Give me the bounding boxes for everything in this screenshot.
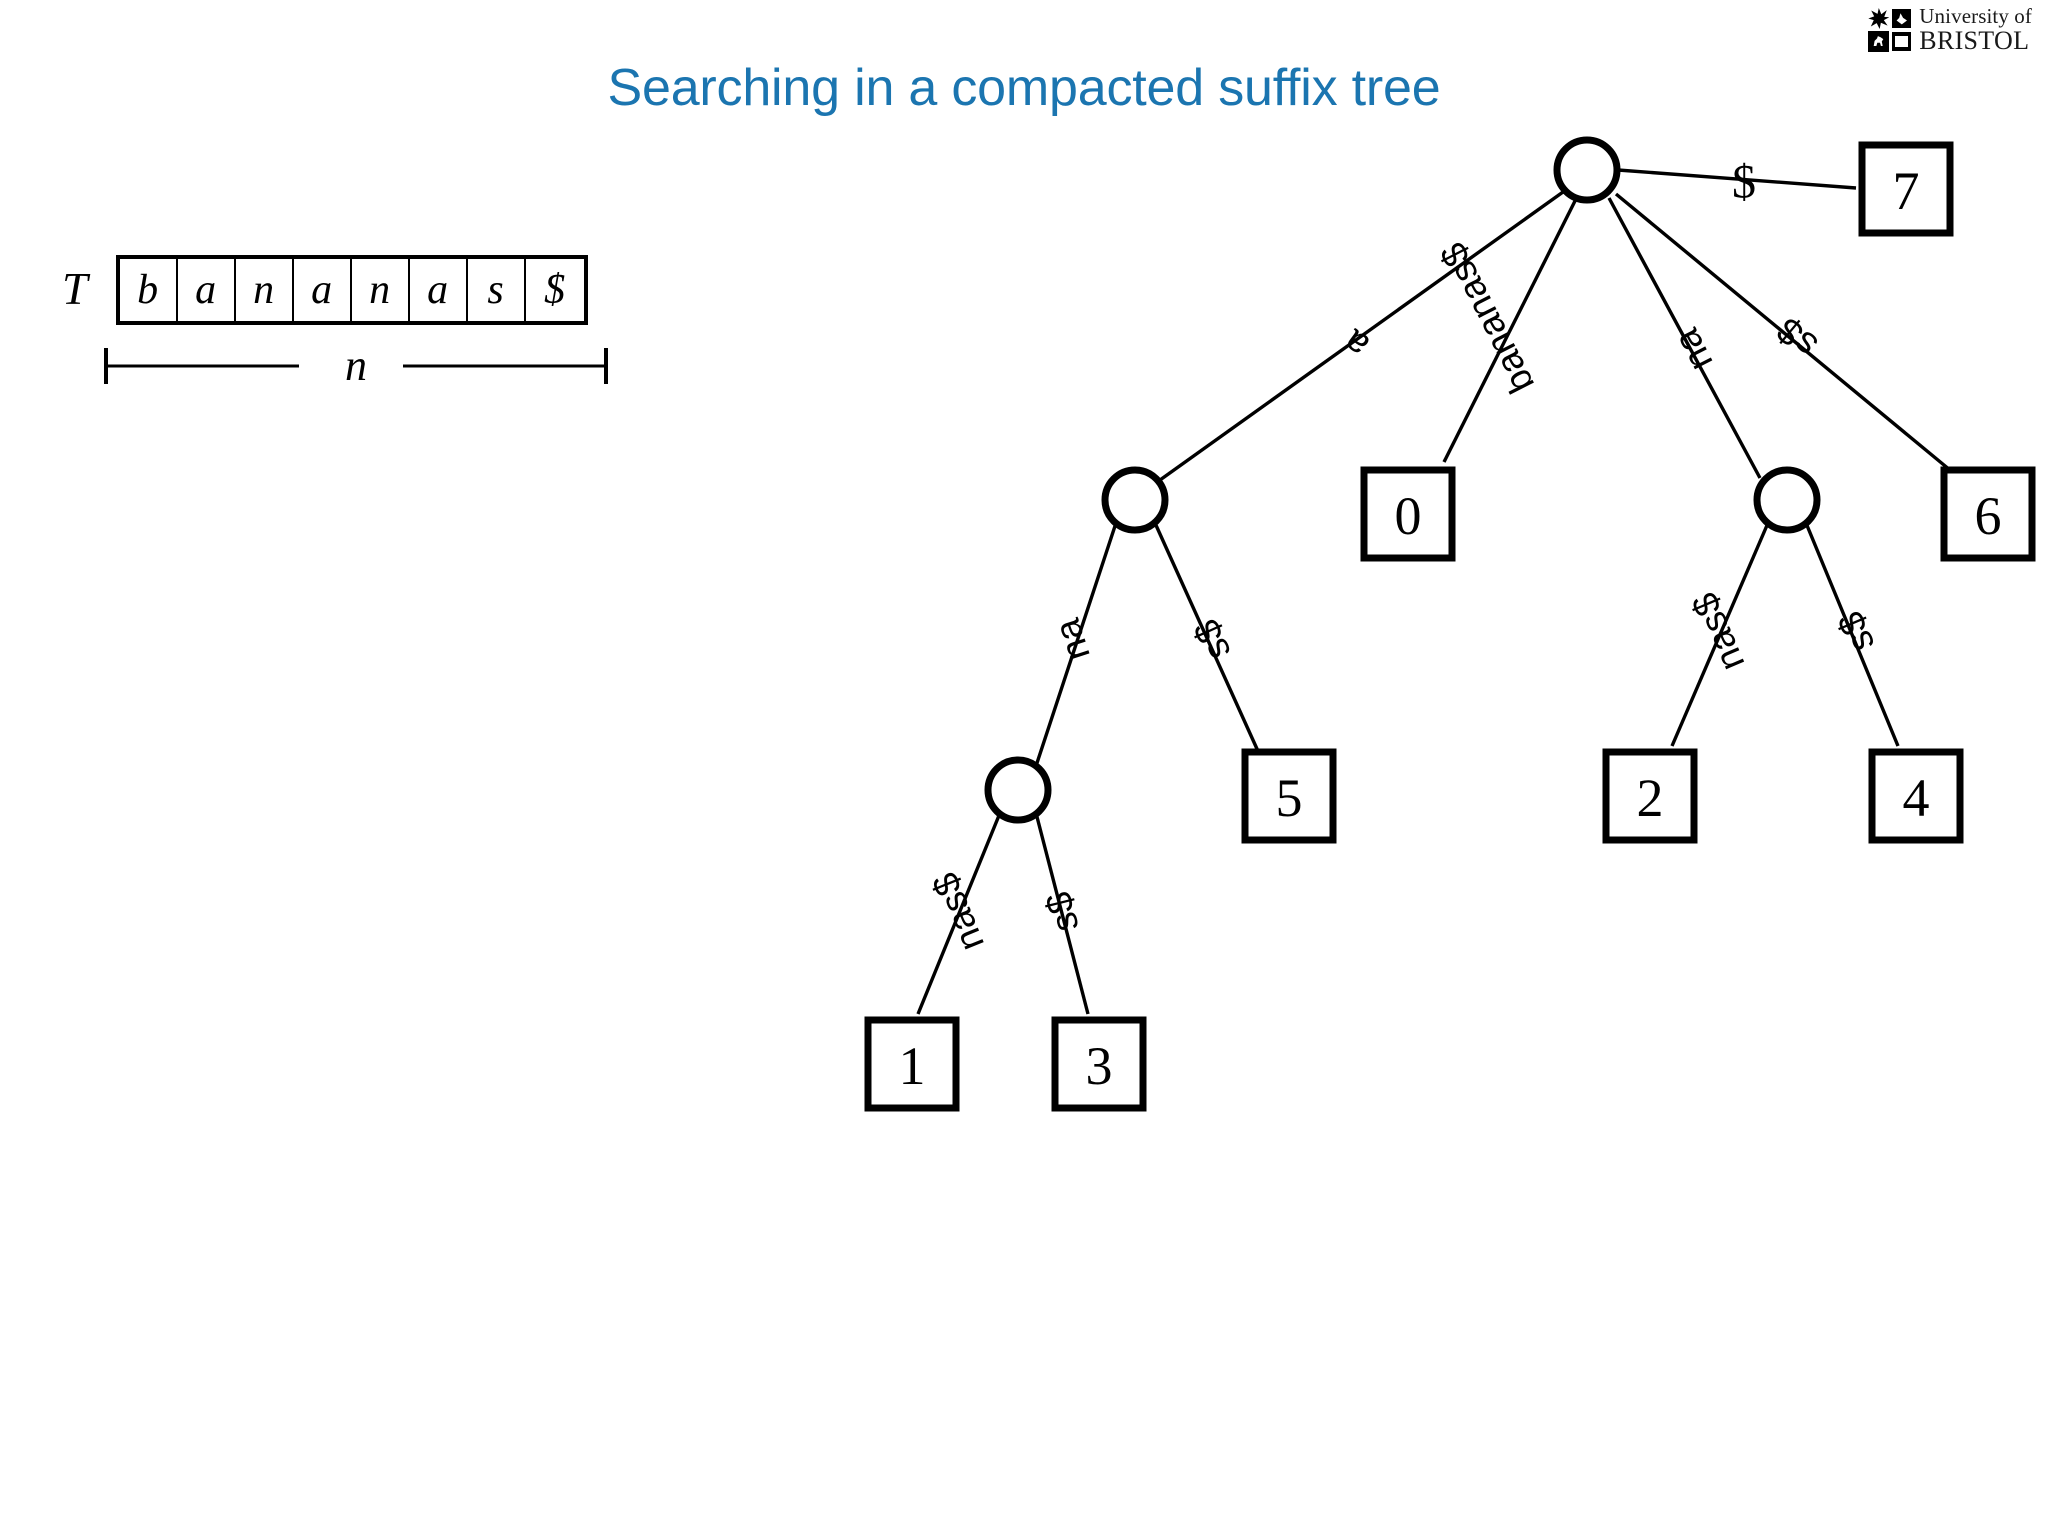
book-icon — [1892, 32, 1912, 51]
string-cell: b — [120, 259, 178, 321]
edge-label-ana-1: nas$ — [924, 867, 992, 957]
tree-leaf-box-leaf5[interactable] — [1241, 748, 1337, 844]
edge-label-na-4: s$ — [1829, 606, 1882, 658]
tree-leaf-label-leaf0: 0 — [1395, 486, 1422, 546]
horse-icon — [1868, 31, 1890, 52]
edge-label-a-5: s$ — [1185, 614, 1238, 666]
tree-leaf-label-leaf1: 1 — [899, 1036, 926, 1096]
tree-edge-a-ana — [1034, 522, 1118, 767]
tree-node-a[interactable] — [1101, 466, 1169, 534]
tree-edge-ana-1 — [916, 812, 1002, 1015]
bristol-crest-icon — [1868, 8, 1912, 52]
length-brace — [104, 348, 608, 384]
tree-leaf-box-leaf6[interactable] — [1940, 466, 2036, 562]
logo-line-1: University of — [1919, 4, 2032, 28]
tree-node-na[interactable] — [1753, 466, 1821, 534]
tree-leaf-box-leaf0[interactable] — [1360, 466, 1456, 562]
page-title: Searching in a compacted suffix tree — [607, 59, 1441, 117]
tree-leaf-label-leaf6: 6 — [1975, 486, 2002, 546]
tree-edge-na-2 — [1670, 522, 1770, 747]
edge-label-ana-3: s$ — [1037, 888, 1086, 936]
tree-leaf-label-leaf5: 5 — [1276, 768, 1303, 828]
tree-node-root[interactable] — [1553, 136, 1621, 204]
university-of-bristol-logo: University of BRISTOL — [1868, 6, 2032, 54]
edge-label-na-2: nas$ — [1683, 587, 1752, 677]
tree-edge-na-4 — [1804, 522, 1900, 747]
tree-edges-group — [916, 168, 1952, 1015]
tree-edge-ana-3 — [1034, 812, 1090, 1015]
string-cell: n — [236, 259, 294, 321]
edge-label-root-na: na — [1665, 322, 1720, 378]
string-cell: a — [410, 259, 468, 321]
tree-leaf-box-leaf7[interactable] — [1858, 141, 1954, 237]
string-length-label: n — [345, 341, 367, 390]
tree-edge-root-6 — [1614, 192, 1952, 472]
string-cell: a — [178, 259, 236, 321]
tree-edge-a-5 — [1153, 522, 1264, 761]
tree-leaf-box-leaf3[interactable] — [1051, 1016, 1147, 1112]
tree-leaves-group: 7 0 6 5 2 4 1 3 — [864, 141, 2036, 1112]
tree-edge-root-a — [1159, 190, 1564, 482]
tree-leaf-label-leaf3: 3 — [1086, 1036, 1113, 1096]
string-cell: s — [468, 259, 526, 321]
string-cell: n — [352, 259, 410, 321]
tree-edge-root-7 — [1617, 168, 1857, 190]
edge-label-root-7: $ — [1732, 156, 1756, 209]
tree-leaf-box-leaf1[interactable] — [864, 1016, 960, 1112]
ship-icon — [1892, 9, 1912, 28]
tree-leaf-label-leaf2: 2 — [1637, 768, 1664, 828]
string-label-T: T — [62, 262, 88, 314]
tree-nodes-group — [984, 136, 1821, 824]
logo-wordmark: University of BRISTOL — [1919, 6, 2032, 54]
edge-label-a-ana: na — [1046, 614, 1098, 666]
string-cell: a — [294, 259, 352, 321]
tree-leaf-box-leaf4[interactable] — [1868, 748, 1964, 844]
logo-line-2: BRISTOL — [1919, 26, 2030, 55]
tree-edge-root-na — [1607, 197, 1762, 479]
sun-icon — [1868, 8, 1890, 29]
tree-leaf-label-leaf4: 4 — [1903, 768, 1930, 828]
tree-node-ana[interactable] — [984, 756, 1052, 824]
tree-leaf-box-leaf2[interactable] — [1602, 748, 1698, 844]
tree-leaf-label-leaf7: 7 — [1893, 161, 1920, 221]
string-cell: $ — [544, 267, 566, 313]
tree-edge-root-0 — [1442, 200, 1577, 463]
